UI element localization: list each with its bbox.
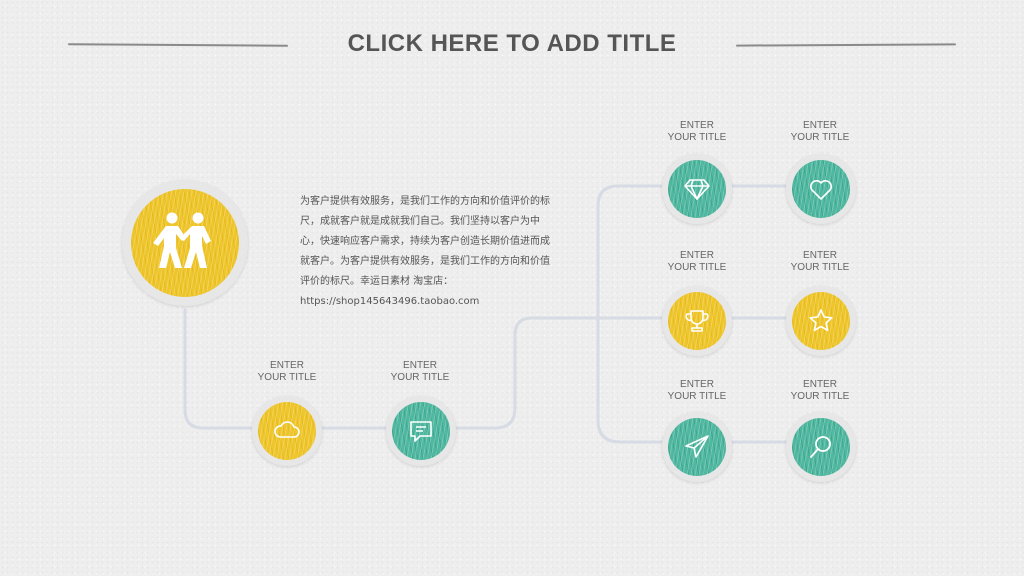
heart-icon xyxy=(810,180,832,200)
node-label-star: ENTER YOUR TITLE xyxy=(765,250,875,274)
description-url[interactable]: https://shop145643496.taobao.com xyxy=(300,296,480,307)
connector-hero-to-cloud xyxy=(183,308,260,430)
node-chat[interactable] xyxy=(386,396,456,466)
node-label-line2: YOUR TITLE xyxy=(790,132,850,143)
node-label-plane: ENTER YOUR TITLE xyxy=(642,379,752,403)
node-label-line1: ENTER xyxy=(680,120,714,131)
node-label-line2: YOUR TITLE xyxy=(667,262,727,273)
node-star[interactable] xyxy=(786,286,856,356)
node-label-cloud: ENTER YOUR TITLE xyxy=(232,360,342,384)
connector-branch-trunk xyxy=(596,184,670,444)
node-trophy[interactable] xyxy=(662,286,732,356)
node-label-line1: ENTER xyxy=(270,360,304,371)
node-label-line2: YOUR TITLE xyxy=(790,262,850,273)
hero-node[interactable] xyxy=(122,180,248,306)
node-label-trophy: ENTER YOUR TITLE xyxy=(642,250,752,274)
page-title[interactable]: CLICK HERE TO ADD TITLE xyxy=(347,30,677,57)
search-icon xyxy=(810,436,831,458)
handshake-people-icon xyxy=(153,212,211,268)
node-label-line2: YOUR TITLE xyxy=(390,372,450,383)
node-label-line2: YOUR TITLE xyxy=(790,391,850,402)
node-label-line2: YOUR TITLE xyxy=(667,132,727,143)
cloud-icon xyxy=(274,421,300,438)
node-label-line1: ENTER xyxy=(803,379,837,390)
node-plane[interactable] xyxy=(662,412,732,482)
connector-chat-to-branch xyxy=(448,316,600,430)
paper-plane-icon xyxy=(685,435,709,458)
node-label-diamond: ENTER YOUR TITLE xyxy=(642,120,752,144)
star-icon xyxy=(809,309,833,332)
node-label-line2: YOUR TITLE xyxy=(667,391,727,402)
node-diamond[interactable] xyxy=(662,154,732,224)
node-label-line1: ENTER xyxy=(403,360,437,371)
node-label-chat: ENTER YOUR TITLE xyxy=(365,360,475,384)
chat-icon xyxy=(410,421,432,442)
node-label-line1: ENTER xyxy=(680,379,714,390)
node-heart[interactable] xyxy=(786,154,856,224)
diamond-icon xyxy=(684,179,710,200)
node-label-line1: ENTER xyxy=(803,120,837,131)
node-label-line1: ENTER xyxy=(803,250,837,261)
node-label-search: ENTER YOUR TITLE xyxy=(765,379,875,403)
node-label-line1: ENTER xyxy=(680,250,714,261)
node-search[interactable] xyxy=(786,412,856,482)
description-text: 为客户提供有效服务，是我们工作的方向和价值评价的标尺，成就客户就是成就我们自己。… xyxy=(300,192,552,312)
node-label-line2: YOUR TITLE xyxy=(257,372,317,383)
description-body: 为客户提供有效服务，是我们工作的方向和价值评价的标尺，成就客户就是成就我们自己。… xyxy=(300,196,550,287)
node-cloud[interactable] xyxy=(252,396,322,466)
trophy-icon xyxy=(685,310,709,332)
node-label-heart: ENTER YOUR TITLE xyxy=(765,120,875,144)
